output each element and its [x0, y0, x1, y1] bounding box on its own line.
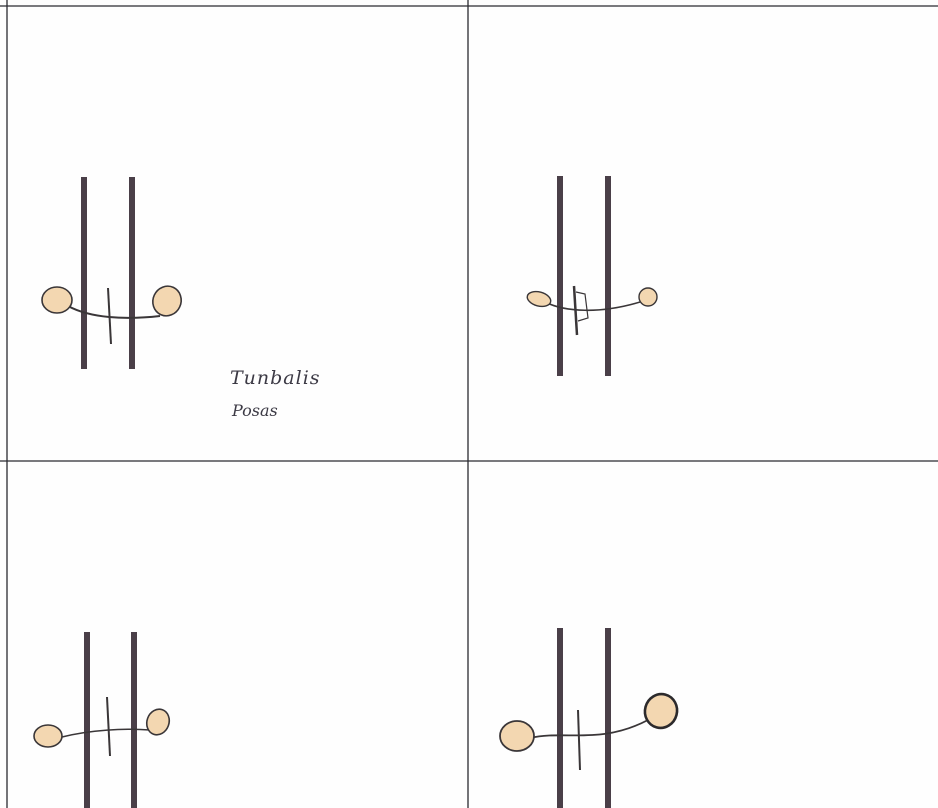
ball-left [42, 287, 72, 313]
tube-left [84, 632, 90, 808]
tube-left [557, 176, 563, 376]
divider-flap [576, 292, 588, 321]
ball-left [526, 289, 553, 309]
ball-right [148, 281, 186, 320]
handwritten-note-line-2: Posas [232, 398, 278, 424]
divider-mark [107, 697, 110, 756]
panel-top-right [526, 176, 657, 376]
string [530, 720, 648, 738]
tube-right [605, 628, 611, 808]
panel-bottom-left [34, 632, 173, 808]
ball-right [639, 288, 657, 306]
handwritten-note-line-1: Tunbalis [230, 365, 321, 391]
ball-left [500, 721, 534, 751]
panel-top-left [42, 177, 186, 369]
tube-right [129, 177, 135, 369]
ball-right [641, 690, 681, 731]
divider-mark [578, 710, 580, 770]
tube-right [605, 176, 611, 376]
tube-left [81, 177, 87, 369]
tube-left [557, 628, 563, 808]
tube-right [131, 632, 137, 808]
ball-left [34, 725, 62, 747]
ball-right [143, 706, 173, 738]
panel-bottom-right [500, 628, 681, 808]
